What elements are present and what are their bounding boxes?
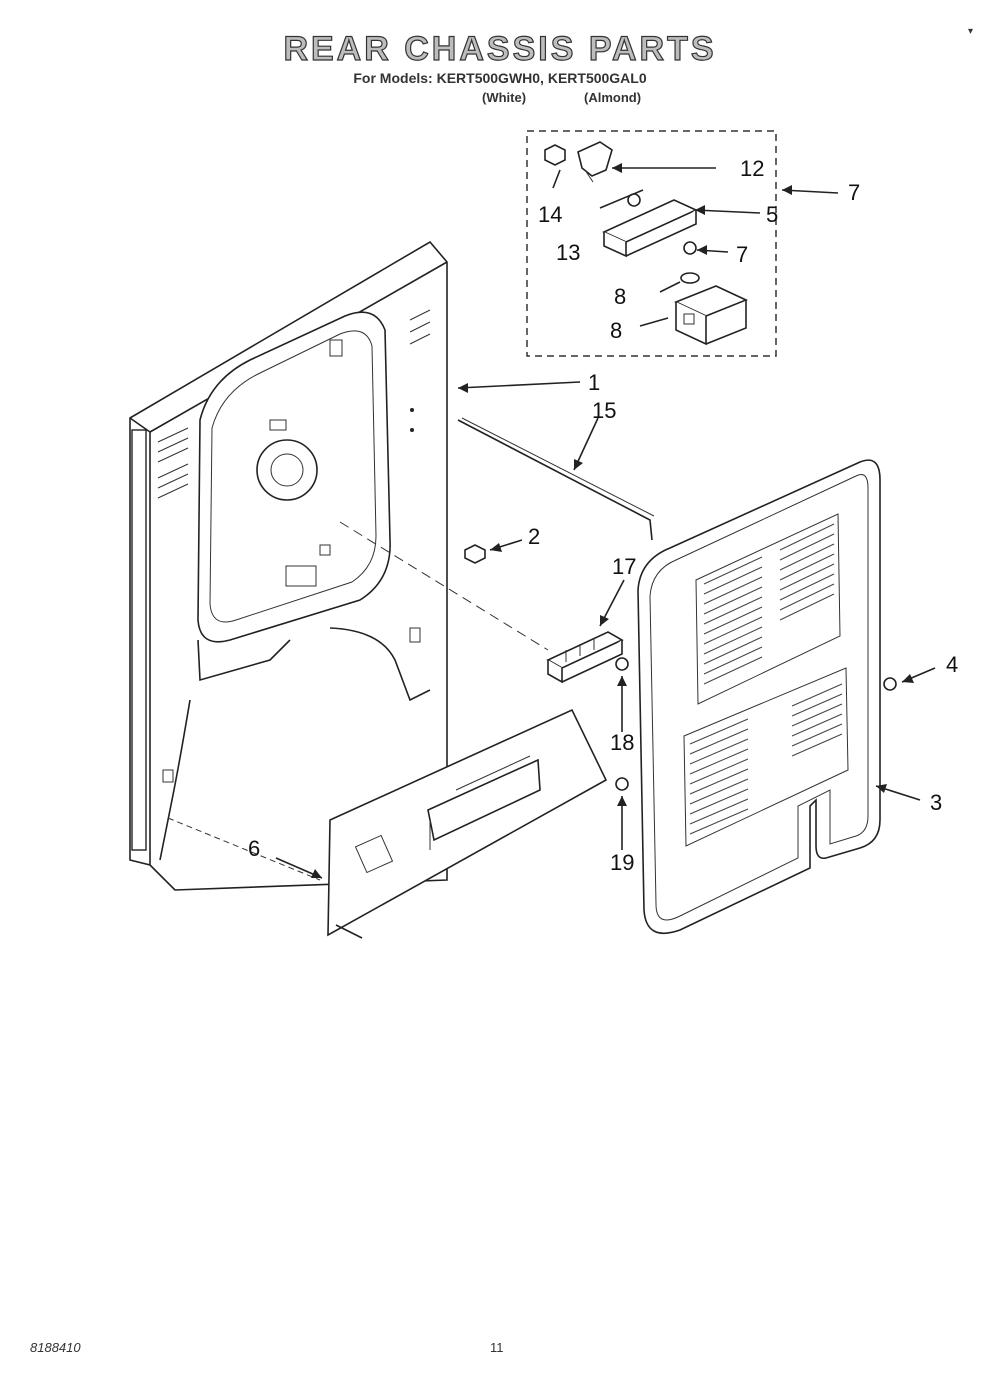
part-12-shape bbox=[577, 141, 613, 177]
callout-13: 13 bbox=[556, 240, 580, 265]
inset-parts bbox=[544, 141, 749, 346]
callout-10: 8 bbox=[614, 284, 626, 309]
screw-18-shape bbox=[615, 657, 629, 671]
bracket-assembly-inset-box bbox=[526, 130, 777, 357]
part-14-shape bbox=[544, 144, 566, 166]
rod-15 bbox=[457, 419, 653, 541]
diagram-title: REAR CHASSIS PARTS bbox=[283, 29, 717, 68]
callout-15: 15 bbox=[592, 398, 616, 423]
screw-2-shape bbox=[464, 544, 486, 564]
lower-bracket-panel-6 bbox=[327, 708, 608, 937]
rear-access-panel-3 bbox=[637, 459, 881, 935]
screw-4-shape bbox=[883, 677, 897, 691]
leader-lines bbox=[275, 163, 936, 879]
callout-19: 19 bbox=[610, 850, 634, 875]
screw-19-shape bbox=[615, 777, 629, 791]
callout-12: 12 bbox=[740, 156, 764, 181]
callout-5: 5 bbox=[766, 202, 778, 227]
callout-17: 17 bbox=[612, 554, 636, 579]
callout-4: 4 bbox=[946, 652, 958, 677]
callout-3: 3 bbox=[930, 790, 942, 815]
callout-7: 7 bbox=[848, 180, 860, 205]
callout-6: 6 bbox=[248, 836, 260, 861]
color-almond-label: (Almond) bbox=[584, 90, 642, 105]
callout-9: 7 bbox=[736, 242, 748, 267]
callout-18: 18 bbox=[610, 730, 634, 755]
callout-1: 1 bbox=[588, 370, 600, 395]
rear-chassis-panel bbox=[129, 240, 448, 891]
part-9-shape bbox=[683, 241, 697, 255]
part-10-shape bbox=[680, 272, 700, 284]
callout-2: 2 bbox=[528, 524, 540, 549]
footer-part-number: 8188410 bbox=[30, 1340, 81, 1355]
corner-mark: ▾ bbox=[968, 26, 974, 37]
callout-8: 8 bbox=[610, 318, 622, 343]
callout-14: 14 bbox=[538, 202, 562, 227]
models-line: For Models: KERT500GWH0, KERT500GAL0 bbox=[353, 70, 647, 86]
terminal-block-17 bbox=[546, 631, 624, 684]
footer-page-number: 11 bbox=[490, 1340, 504, 1355]
color-white-label: (White) bbox=[482, 90, 527, 105]
